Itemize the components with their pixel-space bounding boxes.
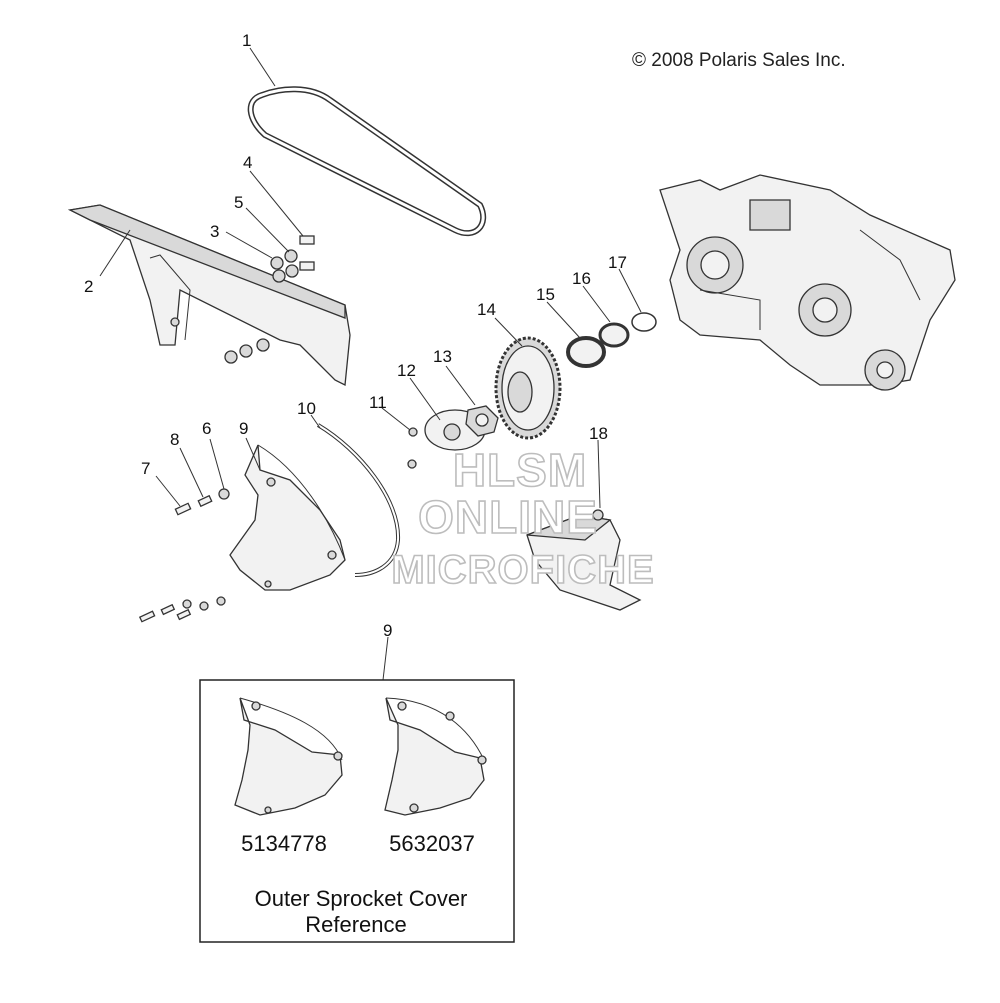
reference-title-line2: Reference xyxy=(305,912,407,937)
sprocket-nut xyxy=(465,405,499,437)
misc-fasteners xyxy=(138,427,418,623)
watermark-line1: HLSM xyxy=(453,444,587,496)
watermark-line3: MICROFICHE xyxy=(391,548,654,592)
callout-numbers: 1 2 3 4 5 6 7 8 9 10 11 12 13 14 15 16 1… xyxy=(84,31,627,640)
reference-box: 5134778 5632037 Outer Sprocket Cover Ref… xyxy=(199,679,515,943)
drive-belt xyxy=(247,86,487,237)
bracket-18 xyxy=(526,509,642,611)
callout-5: 5 xyxy=(234,193,243,212)
callout-17: 17 xyxy=(608,253,627,272)
callout-13: 13 xyxy=(433,347,452,366)
sprocket-spacer xyxy=(598,322,630,348)
callout-2: 2 xyxy=(84,277,93,296)
o-ring xyxy=(631,312,657,332)
callout-16: 16 xyxy=(572,269,591,288)
copyright-text: © 2008 Polaris Sales Inc. xyxy=(632,50,846,71)
guard-fasteners xyxy=(224,235,315,364)
reference-title-line1: Outer Sprocket Cover xyxy=(255,886,468,911)
callout-15: 15 xyxy=(536,285,555,304)
callout-12: 12 xyxy=(397,361,416,380)
leader-lines xyxy=(99,47,642,681)
cover-variant-1-image xyxy=(234,697,343,816)
outer-sprocket-cover xyxy=(229,444,346,591)
sprocket-seal xyxy=(566,336,606,368)
callout-3: 3 xyxy=(210,222,219,241)
callout-9: 9 xyxy=(239,419,248,438)
part-number-1: 5134778 xyxy=(241,831,327,856)
engine-case xyxy=(659,174,956,391)
cover-variant-2-image xyxy=(384,697,487,816)
part-number-2: 5632037 xyxy=(389,831,475,856)
callout-7: 7 xyxy=(141,459,150,478)
callout-8: 8 xyxy=(170,430,179,449)
drive-sprocket xyxy=(494,336,562,440)
callout-4: 4 xyxy=(243,153,252,172)
callout-1: 1 xyxy=(242,31,251,50)
callout-11: 11 xyxy=(369,393,387,412)
callout-9-reference: 9 xyxy=(383,621,392,640)
callout-6: 6 xyxy=(202,419,211,438)
cover-gasket xyxy=(316,423,401,577)
watermark: HLSM ONLINE MICROFICHE xyxy=(391,443,655,593)
belt-guard xyxy=(67,204,351,387)
callout-18: 18 xyxy=(589,424,608,443)
callout-10: 10 xyxy=(297,399,316,418)
callout-14: 14 xyxy=(477,300,496,319)
watermark-line2: ONLINE xyxy=(418,491,598,543)
